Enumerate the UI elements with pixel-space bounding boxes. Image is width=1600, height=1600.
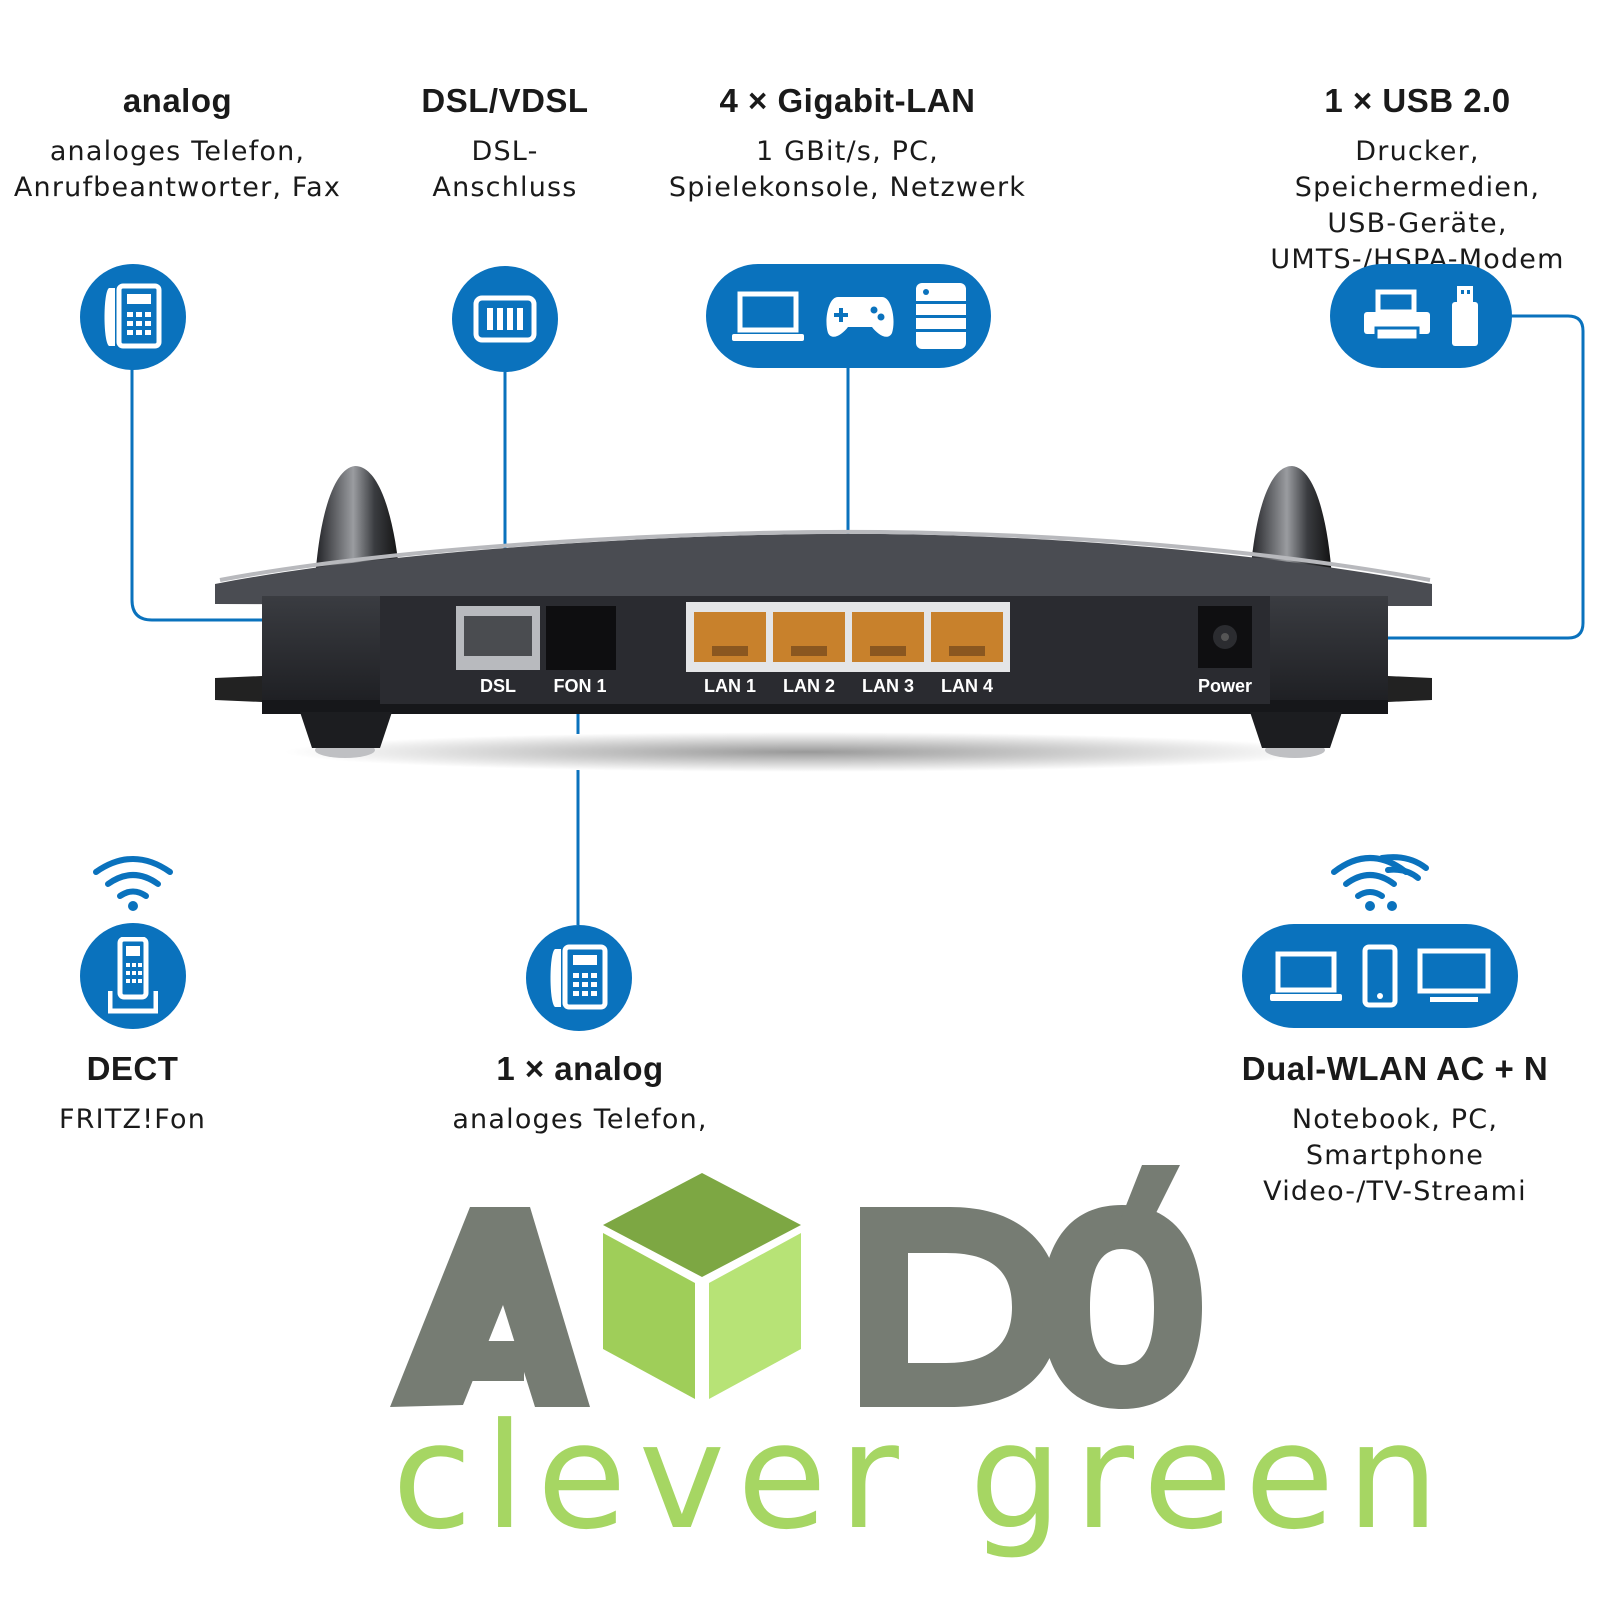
cordless-phone-icon [108,937,158,1014]
feature-dsl-desc: DSL- Anschluss [432,136,578,203]
router-device: DSL FON 1 LAN 1 LAN 2 LAN 3 LAN 4 Power [215,466,1432,772]
feature-analog: analog analoges Telefon, Anrufbeantworte… [10,82,345,206]
feature-usb-title: 1 × USB 2.0 [1324,82,1511,119]
port-label-lan1: LAN 1 [704,676,756,696]
badge-wlan [1242,924,1518,1028]
feature-lan-desc: 1 GBit/s, PC, Spielekonsole, Netzwerk [668,136,1027,203]
port-label-fon1: FON 1 [553,676,606,696]
feature-analog-one-title: 1 × analog [496,1050,664,1087]
feature-analog-title: analog [122,82,233,119]
badge-lan [706,264,991,368]
feature-dect: DECT FRITZ!Fon [30,1050,235,1138]
port-label-power: Power [1198,676,1252,696]
feature-wlan: Dual-WLAN AC + N Notebook, PC, Smartphon… [1210,1050,1580,1210]
feature-wlan-title: Dual-WLAN AC + N [1241,1050,1549,1087]
feature-usb-desc: Drucker, Speichermedien, USB-Geräte, UMT… [1270,136,1565,275]
badge-usb [1330,264,1512,368]
line-usb [1388,314,1585,640]
feature-dect-desc: FRITZ!Fon [58,1104,207,1135]
desk-phone-icon [104,283,162,349]
wifi-icon [1331,854,1429,911]
port-label-lan2: LAN 2 [783,676,835,696]
printer-icon [1364,289,1430,342]
port-label-lan4: LAN 4 [941,676,993,696]
laptop-icon [731,291,804,341]
port-fon1 [546,606,616,670]
feature-lan-title: 4 × Gigabit-LAN [719,82,976,119]
feature-wlan-desc: Notebook, PC, Smartphone Video-/TV-Strea… [1263,1104,1527,1207]
antenna-left [315,466,400,580]
wifi-icon [93,856,173,911]
desk-phone-icon [550,944,608,1010]
laptop-icon [1270,951,1342,1001]
badge-dsl [452,266,558,372]
line-analog [130,362,262,622]
feature-analog-one: 1 × analog analoges Telefon, [420,1050,740,1138]
feature-analog-one-desc: analoges Telefon, [452,1104,708,1135]
badge-analog [80,264,186,370]
feature-dsl: DSL/VDSL DSL- Anschluss [380,82,630,206]
logo-tagline: clever green [392,1392,1451,1562]
feature-analog-desc: analoges Telefon, Anrufbeantworter, Fax [13,136,342,203]
feature-lan: 4 × Gigabit-LAN 1 GBit/s, PC, Spielekons… [660,82,1035,206]
badge-fon [526,925,632,1031]
monitor-icon [1417,948,1491,1002]
usb-stick-icon [1452,286,1478,346]
smartphone-icon [1362,944,1398,1008]
gamepad-icon [825,297,894,337]
dsl-splitter-icon [473,295,537,343]
port-label-lan3: LAN 3 [862,676,914,696]
badge-dect [80,923,186,1029]
antenna-right [1250,466,1332,578]
feature-usb: 1 × USB 2.0 Drucker, Speichermedien, USB… [1235,82,1600,278]
server-icon [915,283,966,349]
feature-dect-title: DECT [86,1050,179,1087]
feature-dsl-title: DSL/VDSL [421,82,589,119]
port-label-dsl: DSL [480,676,516,696]
aydo-logo [390,1165,1202,1409]
